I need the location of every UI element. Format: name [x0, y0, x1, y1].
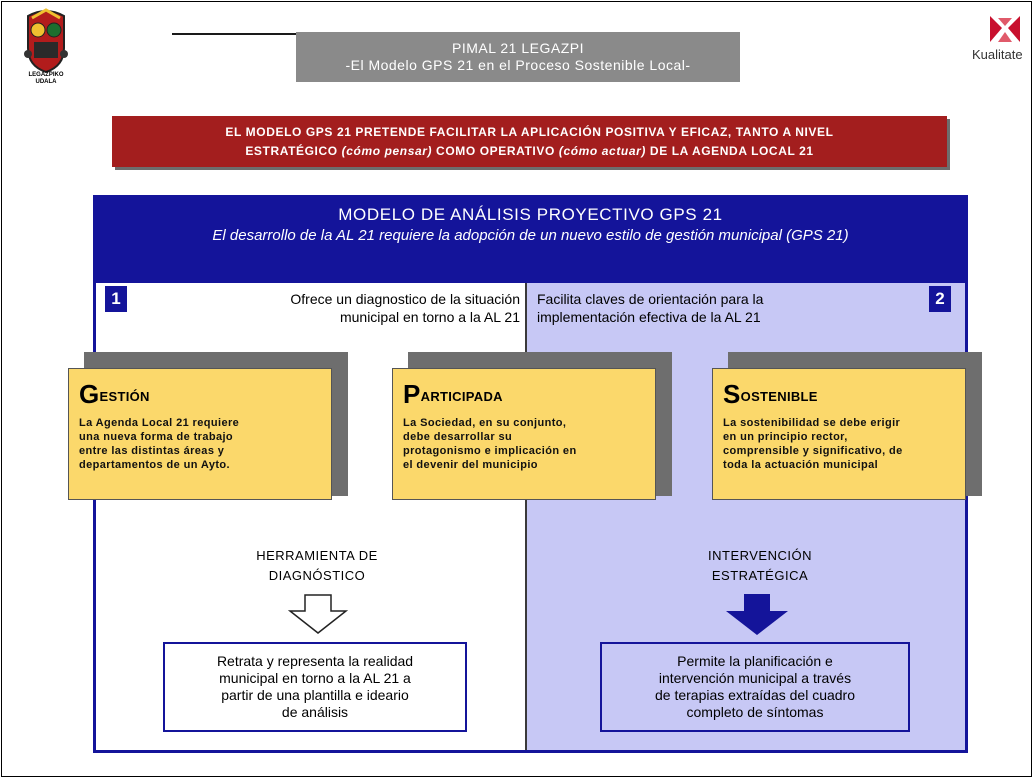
result-line: Retrata y representa la realidad [216, 653, 414, 669]
result-line: Permite la planificación e [677, 653, 833, 669]
banner-text-a: ESTRATÉGICO [245, 143, 342, 158]
title-line-2: -El Modelo GPS 21 en el Proceso Sostenib… [345, 57, 691, 73]
model-subtitle: El desarrollo de la AL 21 requiere la ad… [212, 227, 849, 244]
card-title-rest: ESTIÓN [99, 389, 150, 404]
intervention-result-box: Permite la planificación e intervención … [600, 642, 910, 732]
card-participada: PARTICIPADA La Sociedad, en su conjunto,… [392, 368, 656, 500]
result-line: completo de síntomas [686, 704, 824, 720]
strategic-intervention-label: INTERVENCIÓN ESTRATÉGICA [670, 546, 850, 586]
card-gestion: GESTIÓN La Agenda Local 21 requiere una … [68, 368, 332, 500]
card-gestion-title: GESTIÓN [79, 379, 323, 410]
diagnostic-tool-label: HERRAMIENTA DE DIAGNÓSTICO [212, 546, 422, 586]
left-intro-line-2: municipal en torno a la AL 21 [339, 309, 520, 325]
tool-label-line-2: ESTRATÉGICA [711, 568, 809, 583]
card-line: debe desarrollar su [403, 431, 513, 443]
hollow-down-arrow-icon [287, 594, 349, 634]
banner-text-d: (cómo actuar) [558, 143, 646, 158]
card-participada-body: La Sociedad, en su conjunto, debe desarr… [403, 416, 647, 472]
center-divider [525, 283, 527, 750]
mission-banner: EL MODELO GPS 21 PRETENDE FACILITAR LA A… [112, 116, 947, 167]
diagnostic-result-box: Retrata y representa la realidad municip… [163, 642, 467, 732]
right-intro: Facilita claves de orientación para la i… [537, 290, 867, 326]
card-line: protagonismo e implicación en [403, 445, 577, 457]
left-logo-caption: LEGAZPIKO UDALA [18, 72, 74, 86]
card-line: una nueva forma de trabajo [79, 431, 234, 443]
card-initial: P [403, 379, 421, 409]
card-sostenible-title: SOSTENIBLE [723, 379, 957, 410]
card-line: toda la actuación municipal [723, 459, 879, 471]
banner-text-e: DE LA AGENDA LOCAL 21 [646, 143, 814, 158]
badge-number-2: 2 [929, 286, 951, 312]
left-intro-line-1: Ofrece un diagnostico de la situación [290, 291, 520, 307]
tool-label-line-2: DIAGNÓSTICO [268, 568, 366, 583]
kualitate-logo-icon: Kualitate [972, 14, 1034, 70]
card-line: La sostenibilidad se debe erigir [723, 417, 901, 429]
card-sostenible: SOSTENIBLE La sostenibilidad se debe eri… [712, 368, 966, 500]
card-title-rest: OSTENIBLE [740, 389, 818, 404]
card-initial: G [79, 379, 100, 409]
card-line: comprensible y significativo, de [723, 445, 903, 457]
right-intro-line-1: Facilita claves de orientación para la [537, 291, 764, 307]
result-line: de análisis [281, 704, 349, 720]
diagnostic-result-text: Retrata y representa la realidad municip… [217, 653, 413, 721]
result-line: municipal en torno a la AL 21 a [219, 670, 411, 686]
model-header: MODELO DE ANÁLISIS PROYECTIVO GPS 21 El … [93, 195, 968, 283]
tool-label-line-1: HERRAMIENTA DE [256, 548, 378, 563]
intervention-result-text: Permite la planificación e intervención … [655, 653, 855, 721]
right-logo-text: Kualitate [972, 47, 1023, 62]
left-logo-text-1: LEGAZPIKO [28, 72, 64, 78]
banner-line-2: ESTRATÉGICO (cómo pensar) COMO OPERATIVO… [112, 142, 947, 161]
left-intro: Ofrece un diagnostico de la situación mu… [200, 290, 520, 326]
tool-label-line-1: INTERVENCIÓN [708, 548, 812, 563]
model-title: MODELO DE ANÁLISIS PROYECTIVO GPS 21 [338, 205, 723, 224]
page-title: PIMAL 21 LEGAZPI -El Modelo GPS 21 en el… [296, 32, 740, 82]
card-line: La Sociedad, en su conjunto, [403, 417, 567, 429]
banner-text-c: COMO OPERATIVO [432, 143, 559, 158]
card-line: La Agenda Local 21 requiere [79, 417, 240, 429]
card-line: en un principio rector, [723, 431, 848, 443]
left-logo-text-2: UDALA [35, 79, 57, 85]
title-line-1: PIMAL 21 LEGAZPI [452, 40, 584, 56]
result-line: intervención municipal a través [658, 670, 852, 686]
card-title-rest: ARTICIPADA [420, 389, 503, 404]
result-line: partir de una plantilla e ideario [221, 687, 409, 703]
card-line: el devenir del municipio [403, 459, 538, 471]
solid-down-arrow-icon [724, 594, 790, 636]
banner-line-1: EL MODELO GPS 21 PRETENDE FACILITAR LA A… [225, 124, 834, 139]
municipal-crest-icon: LEGAZPIKO UDALA [18, 8, 74, 90]
banner-text-b: (cómo pensar) [341, 143, 433, 158]
card-sostenible-body: La sostenibilidad se debe erigir en un p… [723, 416, 957, 472]
badge-number-1: 1 [105, 286, 127, 312]
card-line: departamentos de un Ayto. [79, 459, 230, 471]
card-line: entre las distintas áreas y [79, 445, 225, 457]
result-line: de terapias extraídas del cuadro [654, 687, 855, 703]
right-intro-line-2: implementación efectiva de la AL 21 [537, 309, 761, 325]
header-rule [172, 33, 296, 35]
card-initial: S [723, 379, 741, 409]
card-participada-title: PARTICIPADA [403, 379, 647, 410]
card-gestion-body: La Agenda Local 21 requiere una nueva fo… [79, 416, 323, 472]
